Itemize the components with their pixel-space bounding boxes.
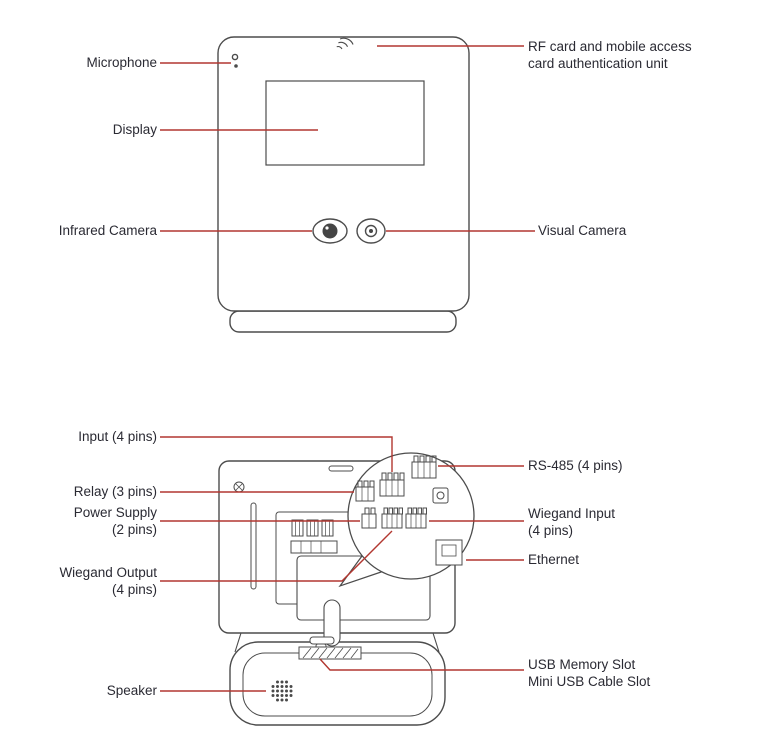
label-wiegand-input-line1: Wiegand Input [528, 506, 616, 521]
microphone-hole [231, 53, 239, 61]
wiegand-input-connector [405, 507, 427, 529]
label-input: Input (4 pins) [78, 429, 157, 444]
rear-top-slot [328, 465, 354, 472]
label-wiegand-input: Wiegand Input (4 pins) [528, 505, 615, 539]
front-body [217, 36, 470, 312]
leader-lines [160, 45, 535, 692]
infrared-camera [312, 218, 348, 244]
power-connector [361, 507, 377, 529]
label-rf-unit: RF card and mobile access card authentic… [528, 38, 692, 72]
label-speaker: Speaker [106, 683, 157, 698]
label-usb-slots-line2: Mini USB Cable Slot [528, 674, 651, 689]
visual-camera [356, 218, 386, 244]
clamp-screw-bar [309, 636, 335, 645]
reset-button [432, 487, 449, 504]
zoomed-connectors [355, 455, 463, 566]
label-rs485: RS-485 (4 pins) [528, 458, 623, 473]
rear-left-slot [250, 502, 257, 590]
stand-column [323, 599, 341, 647]
label-visual-camera: Visual Camera [538, 223, 627, 238]
usb-slot [298, 646, 362, 660]
label-microphone: Microphone [86, 55, 157, 70]
rear-base-joins [234, 632, 440, 653]
relay-connector [355, 480, 375, 502]
label-power-supply: Power Supply (2 pins) [74, 504, 157, 538]
label-power-supply-line2: (2 pins) [111, 522, 157, 537]
leader-wiegand-output [160, 530, 393, 582]
rs485-connector [411, 455, 437, 479]
label-usb-slots: USB Memory Slot Mini USB Cable Slot [528, 656, 650, 690]
front-base [229, 310, 457, 333]
label-rf-unit-line2: card authentication unit [528, 56, 668, 71]
label-wiegand-output-line2: (4 pins) [111, 582, 157, 597]
label-infrared-camera: Infrared Camera [58, 223, 157, 238]
label-relay: Relay (3 pins) [73, 484, 157, 499]
ethernet-port [435, 539, 463, 566]
label-power-supply-line1: Power Supply [73, 505, 157, 520]
wiegand-output-connector [381, 507, 403, 529]
leader-usb-slot [319, 658, 524, 671]
rf-card-icon [336, 37, 354, 50]
label-wiegand-input-line2: (4 pins) [528, 523, 574, 538]
terminal-blocks [290, 519, 338, 554]
label-wiegand-output-line1: Wiegand Output [59, 565, 157, 580]
label-display: Display [112, 122, 157, 137]
front-view-illustration [217, 36, 470, 333]
label-wiegand-output: Wiegand Output (4 pins) [59, 564, 157, 598]
display-screen [265, 80, 425, 166]
leader-input [160, 436, 393, 472]
input-connector [379, 472, 405, 497]
label-rf-unit-line1: RF card and mobile access [528, 39, 692, 54]
label-usb-slots-line1: USB Memory Slot [528, 657, 636, 672]
speaker-grille [271, 680, 293, 702]
label-ethernet: Ethernet [528, 552, 580, 567]
microphone-dot [234, 64, 238, 68]
rear-view-illustration [218, 452, 475, 726]
